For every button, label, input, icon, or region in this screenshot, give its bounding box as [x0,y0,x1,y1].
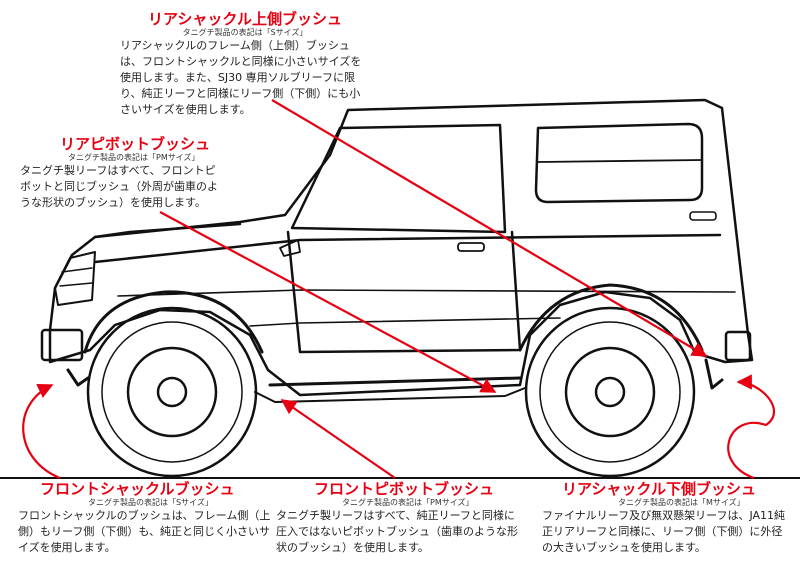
door-outline [286,230,522,354]
front-grille [54,251,96,306]
callout-body: ファイナルリーフ及び無双懸架リーフは、JA11純正リアリーフと同様に、リーフ側（… [542,509,786,554]
callout-product-note: タニグチ製品の表記は「Sサイズ」 [182,28,308,37]
rear-side-vent [689,211,717,221]
rear-wheel [524,306,696,478]
rear-window-divider [537,159,703,163]
pointer-arrow-icon [271,99,708,357]
callout-rear-shackle-lower: リアシャックル下側ブッシュ タニグチ製品の表記は「Mサイズ」 ファイナルリーフ及… [542,480,792,556]
body-trim-line-2 [249,317,561,327]
grille-slat [59,282,93,287]
callout-body: リアシャックルのフレーム側（上側）ブッシュは、フロントシャックルと同様に小さいサ… [120,39,362,116]
pointer-arrows [22,99,775,480]
front-wheel [86,306,258,478]
frame-rail [254,387,526,403]
rear-side-window [534,122,704,204]
callout-front-pivot: フロントピボットブッシュ タニグチ製品の表記は「PMサイズ」 タニグチ製リーフは… [276,480,521,556]
front-shackle [66,368,90,387]
rear-fender-flare [518,283,704,352]
door-handle [457,242,485,252]
pointer-arrow-icon [280,399,396,479]
callout-product-note: タニグチ製品の表記は「Mサイズ」 [618,498,745,507]
callout-rear-pivot: リアピボットブッシュ タニグチ製品の表記は「PMサイズ」 タニグチ製リーフはすべ… [20,135,220,211]
callout-body: タニグチ製リーフはすべて、純正リーフと同様に圧入ではないピボットブッシュ（歯車の… [276,509,518,554]
callout-title: フロントシャックルブッシュ [40,480,235,498]
callout-product-note: タニグチ製品の表記は「PMサイズ」 [68,153,200,162]
callout-body: タニグチ製リーフはすべて、フロントピボットと同じブッシュ（外周が歯車のような形状… [20,164,218,209]
hood-line [93,222,242,239]
pointer-arrow-icon [159,211,497,393]
body-outline [48,98,754,397]
pointer-arrow-icon [727,374,775,480]
callout-title: フロントピボットブッシュ [314,480,495,498]
callout-title: リアピボットブッシュ [60,135,211,153]
callout-front-shackle: フロントシャックルブッシュ タニグチ製品の表記は「Sサイズ」 フロントシャックル… [18,480,276,556]
rear-shackle [704,358,724,390]
body-trim-line [117,289,736,297]
callout-rear-shackle-upper: リアシャックル上側ブッシュ タニグチ製品の表記は「Sサイズ」 リアシャックルのフ… [120,10,370,118]
callout-title: リアシャックル上側ブッシュ [148,10,342,28]
front-door-window [290,123,507,234]
callout-product-note: タニグチ製品の表記は「Sサイズ」 [88,498,213,507]
rear-bumper [724,330,752,362]
grille-slat [61,267,93,273]
suzuki-jimny-vehicle-illustration [40,98,754,403]
callout-product-note: タニグチ製品の表記は「PMサイズ」 [342,498,474,507]
front-fender-flare [83,290,264,354]
pointer-arrow-icon [22,384,61,480]
side-mirror [279,239,301,257]
side-step [268,376,522,387]
beltline [93,233,722,264]
callout-body: フロントシャックルのブッシュは、フレーム側（上側）もリーフ側（下側）も、純正と同… [18,509,271,554]
front-bumper [40,328,84,362]
callout-title: リアシャックル下側ブッシュ [562,480,756,498]
